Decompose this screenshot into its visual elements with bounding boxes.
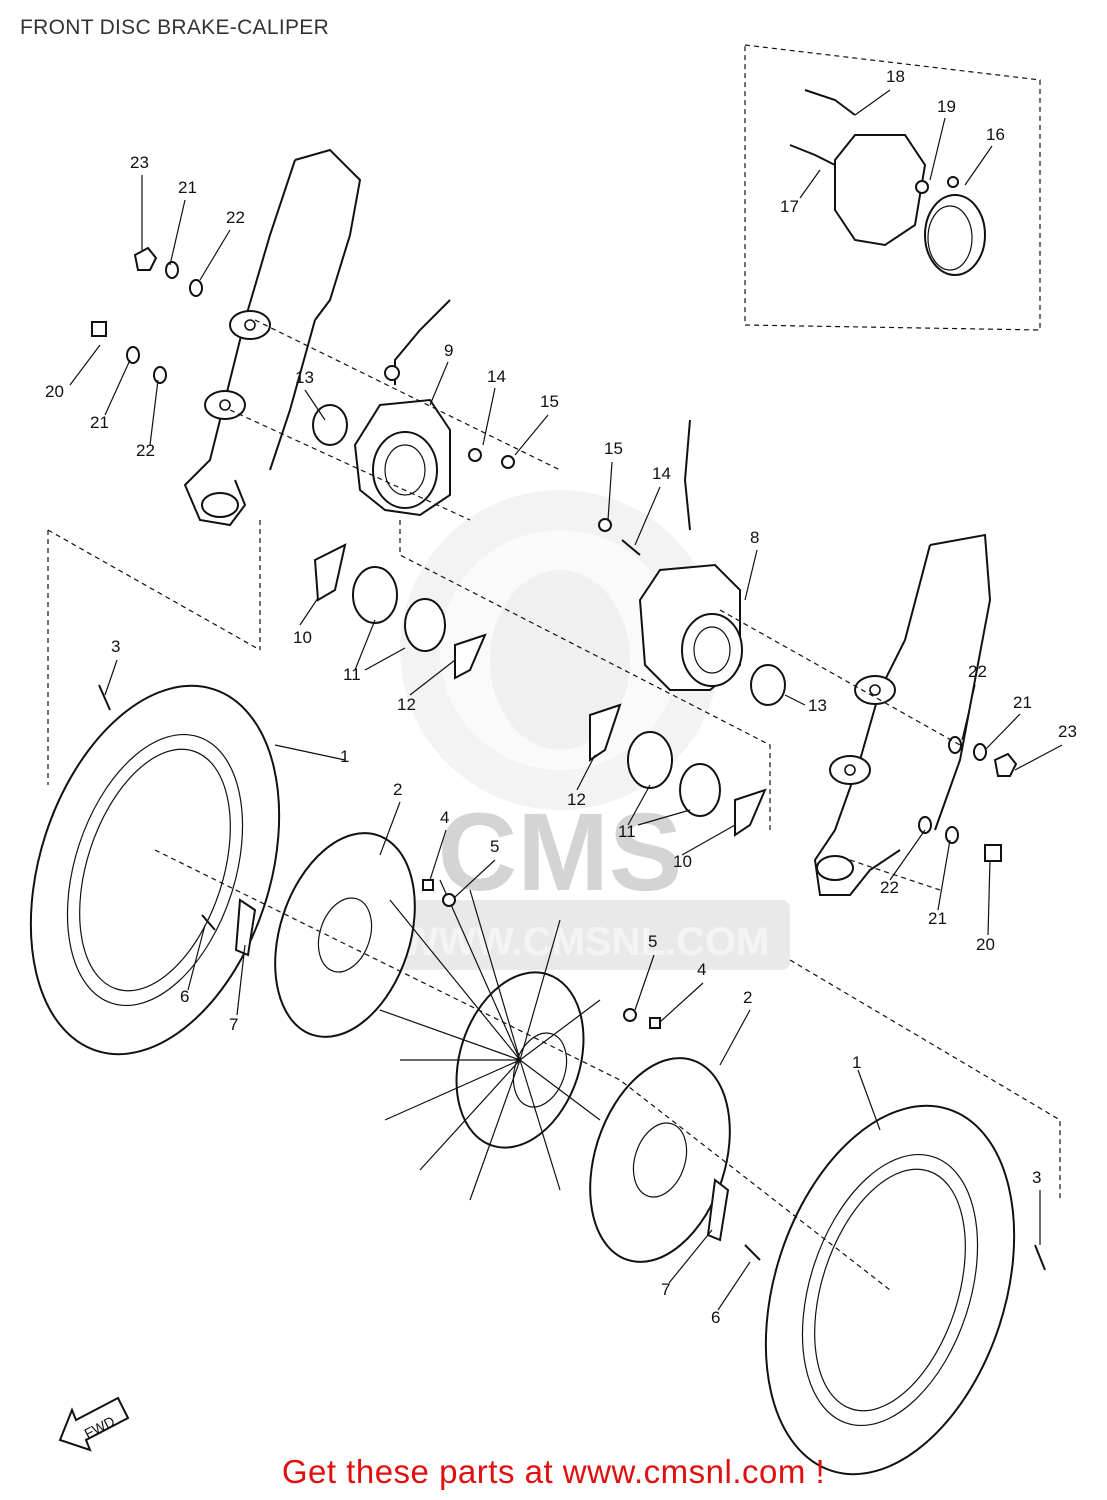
callout-6-left: 6	[180, 987, 189, 1006]
callout-21-left: 21	[90, 413, 109, 432]
callout-3-left: 3	[111, 637, 120, 656]
callout-5-left: 5	[490, 837, 499, 856]
right-fork	[813, 533, 992, 896]
callout-21-top: 21	[178, 178, 197, 197]
watermark: CMS WWW.CMSNL.COM	[390, 490, 790, 970]
callout-7-left: 7	[229, 1015, 238, 1034]
left-fork	[183, 148, 362, 527]
callout-2-left: 2	[393, 780, 402, 799]
callout-4-right: 4	[697, 960, 706, 979]
callouts: 23 21 22 20 21 22 13 9 14 15 15 14 8 18 …	[45, 67, 1077, 1327]
callout-leaders	[69, 89, 1063, 1311]
callout-3-right: 3	[1032, 1168, 1041, 1187]
callout-22-left: 22	[136, 441, 155, 460]
callout-1-right: 1	[852, 1053, 861, 1072]
callout-12-right: 12	[567, 790, 586, 809]
callout-14-left: 14	[487, 367, 506, 386]
inset-box	[744, 44, 1041, 331]
callout-15-left: 15	[540, 392, 559, 411]
callout-20-right: 20	[976, 935, 995, 954]
callout-19: 19	[937, 97, 956, 116]
left-caliper	[353, 299, 451, 517]
callout-17: 17	[780, 197, 799, 216]
callout-10-right: 10	[673, 852, 692, 871]
callout-11-left: 11	[343, 665, 361, 684]
callout-22-right: 22	[968, 662, 987, 681]
callout-13-left: 13	[295, 368, 314, 387]
callout-14-right: 14	[652, 464, 671, 483]
callout-8: 8	[750, 528, 759, 547]
callout-1-left: 1	[340, 747, 349, 766]
leader-lines	[47, 319, 1061, 1291]
right-pads	[589, 703, 767, 837]
right-brake-disc	[764, 1104, 1016, 1476]
left-brake-disc	[29, 684, 281, 1056]
callout-21-bottom: 21	[928, 909, 947, 928]
callout-7-right: 7	[661, 1280, 670, 1299]
footer-link[interactable]: Get these parts at www.cmsnl.com !	[281, 1453, 826, 1490]
callout-21-right: 21	[1013, 693, 1032, 712]
callout-16: 16	[986, 125, 1005, 144]
callout-20-left: 20	[45, 382, 64, 401]
callout-10-left: 10	[293, 628, 312, 647]
inset-caliper	[789, 89, 986, 276]
watermark-logo-text: CMS	[438, 791, 682, 914]
hardware	[91, 176, 1046, 1271]
right-hub-plate	[589, 1057, 731, 1263]
callout-5-right: 5	[648, 932, 657, 951]
callout-12-left: 12	[397, 695, 416, 714]
page-title: FRONT DISC BRAKE-CALIPER	[20, 16, 330, 39]
callout-9: 9	[444, 341, 453, 360]
callout-23-right: 23	[1058, 722, 1077, 741]
callout-18: 18	[886, 67, 905, 86]
callout-22-top: 22	[226, 208, 245, 227]
callout-4-left: 4	[440, 808, 449, 827]
callout-22-bottom: 22	[880, 878, 899, 897]
seal-ring-left	[312, 404, 348, 446]
wheel-hub	[379, 879, 601, 1201]
watermark-site-text: WWW.CMSNL.COM	[401, 920, 770, 964]
callout-15-right: 15	[604, 439, 623, 458]
callout-2-right: 2	[743, 988, 752, 1007]
callout-11-right: 11	[618, 822, 636, 841]
callout-23-left: 23	[130, 153, 149, 172]
fwd-arrow: FWD	[58, 1396, 130, 1452]
right-caliper	[638, 419, 743, 691]
callout-6-right: 6	[711, 1308, 720, 1327]
callout-13-right: 13	[808, 696, 827, 715]
left-pads	[313, 543, 487, 680]
watermark-logo	[400, 490, 720, 810]
seal-ring-right	[750, 664, 786, 706]
left-hub-plate	[274, 832, 416, 1038]
